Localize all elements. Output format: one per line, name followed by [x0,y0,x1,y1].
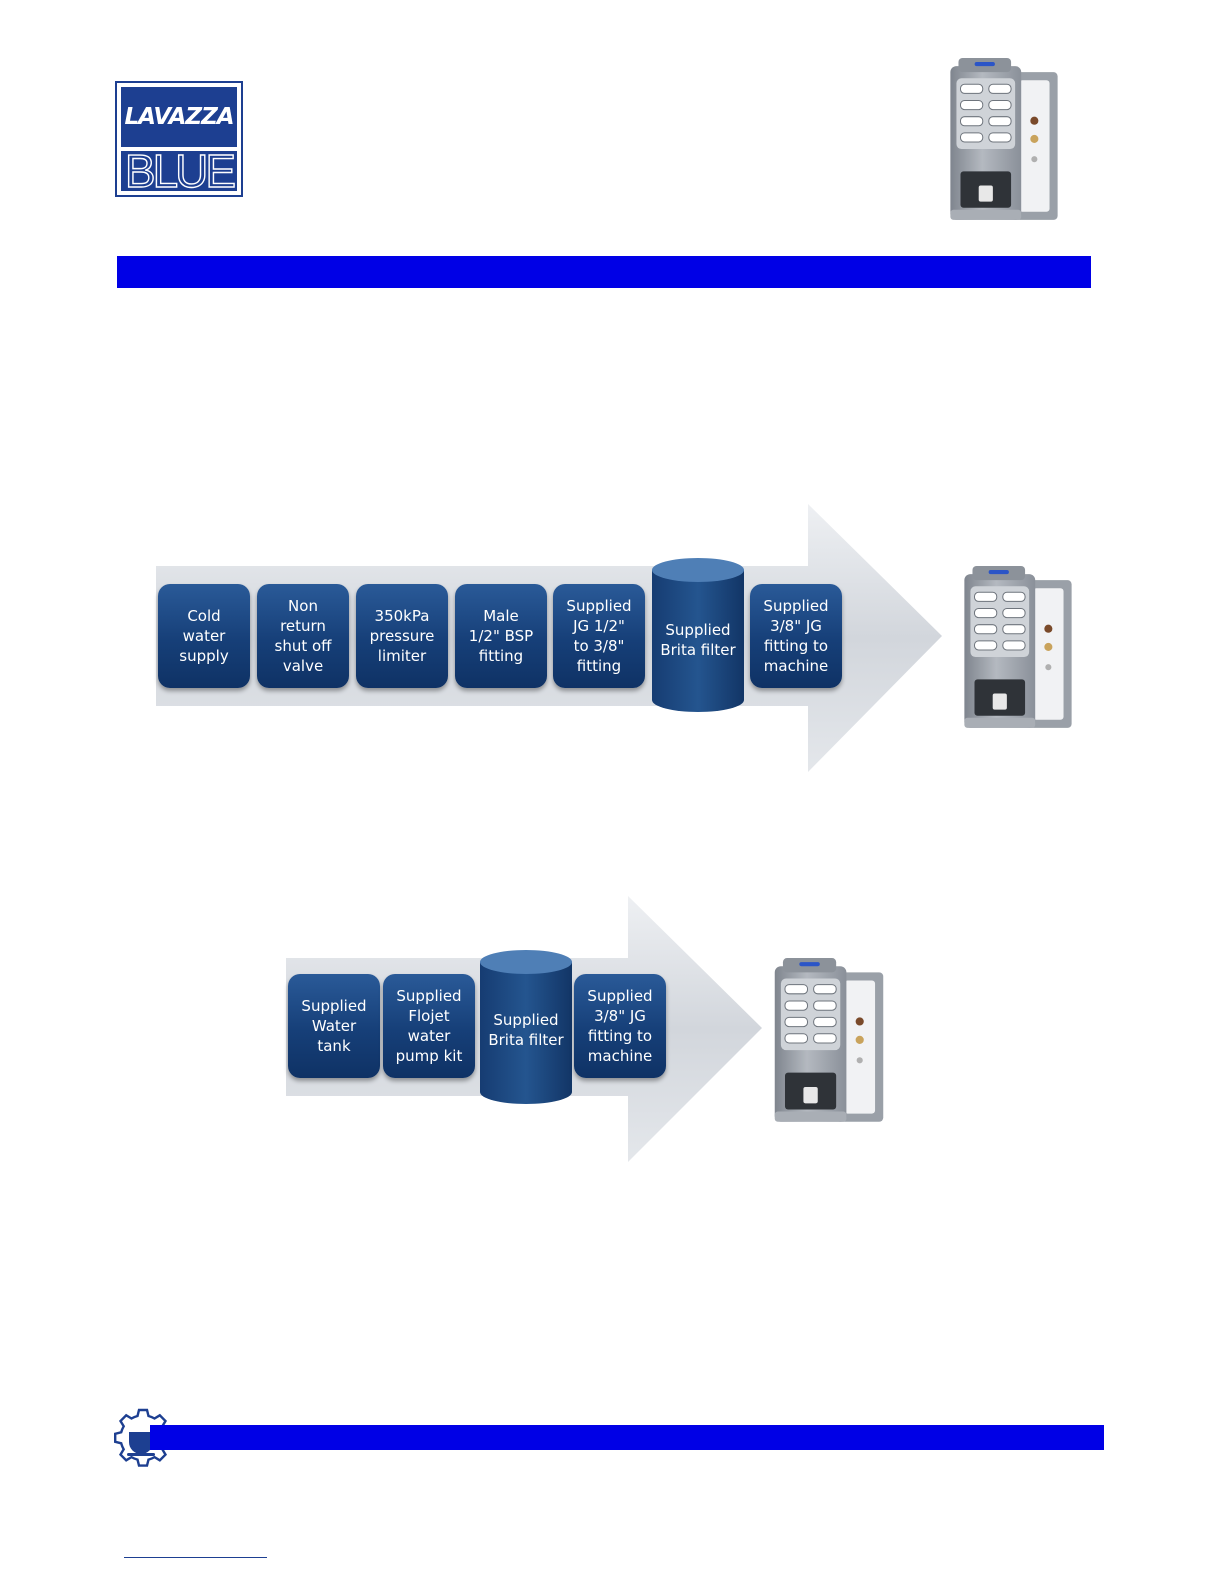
lavazza-blue-logo: LAVAZZA BLUE [115,81,243,197]
footer-rule [124,1557,267,1558]
brita-filter-label: Supplied Brita filter [476,1006,576,1054]
flow-step: Supplied 3/8" JG fitting to machine [574,974,666,1078]
flow-step: Supplied Water tank [288,974,380,1078]
flow-step: Male 1/2" BSP fitting [455,584,547,688]
flow-step: Supplied Flojet water pump kit [383,974,475,1078]
flow-diagram-tank: Supplied Water tank Supplied Flojet wate… [282,892,772,1166]
logo-blue-text: BLUE [125,151,233,191]
machine-image [962,566,1074,738]
flow-diagram-mains: Cold water supply Non return shut off va… [152,500,952,780]
machine-image [772,958,886,1132]
brita-filter-label: Supplied Brita filter [648,616,748,664]
flow-step: 350kPa pressure limiter [356,584,448,688]
flow-step: Cold water supply [158,584,250,688]
header-blue-bar [117,256,1091,288]
flow-step: Non return shut off valve [257,584,349,688]
flow-step: Supplied 3/8" JG fitting to machine [750,584,842,688]
flow-step: Supplied JG 1/2" to 3/8" fitting [553,584,645,688]
header-machine-image [948,58,1060,230]
logo-lavazza-text: LAVAZZA [124,104,233,130]
footer-blue-bar [150,1425,1104,1450]
